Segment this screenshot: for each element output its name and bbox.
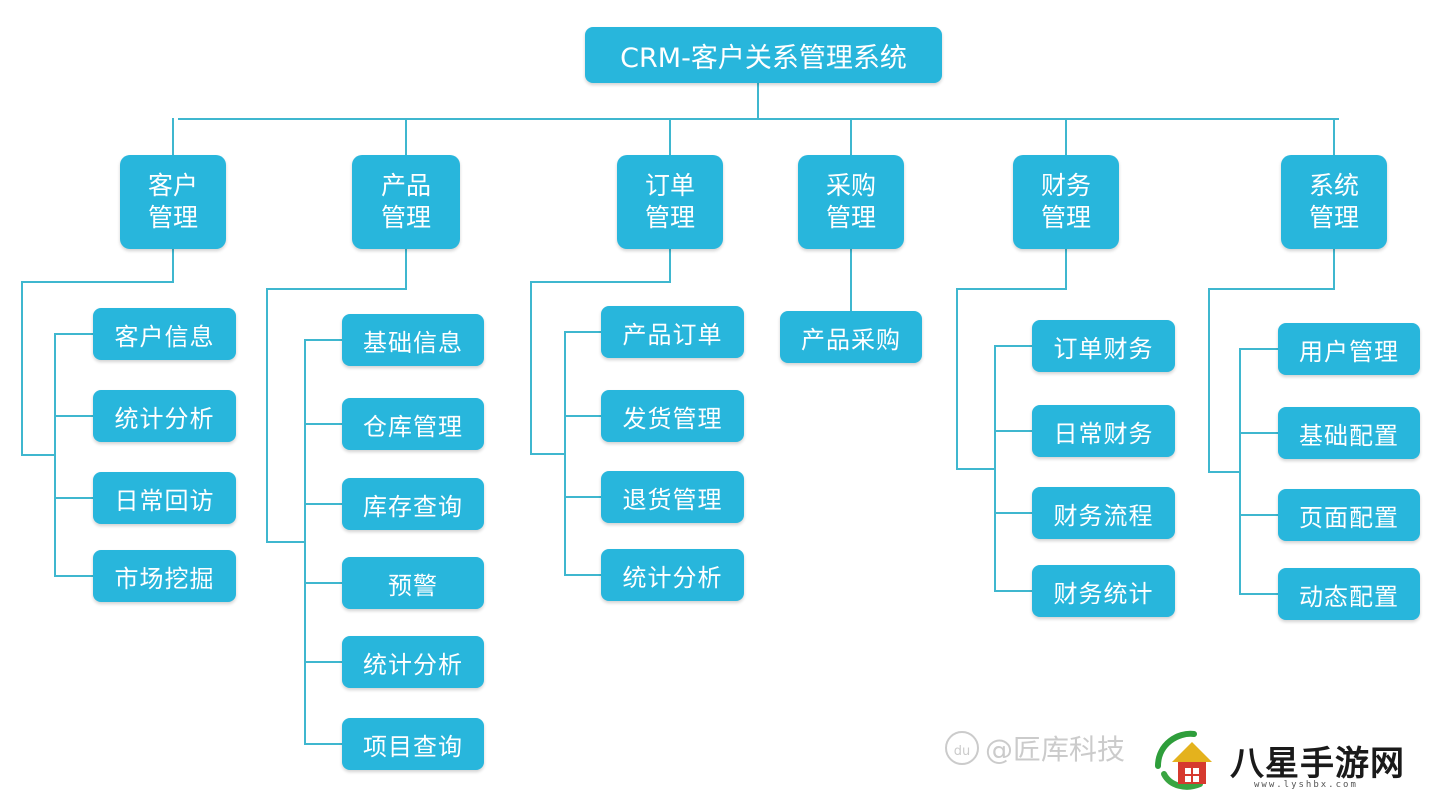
child-node: 统计分析 — [342, 636, 484, 688]
watermark-text: @匠库科技 — [985, 733, 1126, 766]
child-node: 订单财务 — [1032, 320, 1175, 372]
watermark-badge: du — [945, 731, 979, 765]
category-node: 产品 管理 — [352, 155, 460, 249]
category-node: 系统 管理 — [1281, 155, 1387, 249]
site-logo-domain: www.lyshbx.com — [1254, 780, 1358, 790]
child-node: 退货管理 — [601, 471, 744, 523]
site-logo-name: 八星手游网 — [1230, 743, 1405, 784]
child-node: 统计分析 — [93, 390, 236, 442]
child-node: 日常财务 — [1032, 405, 1175, 457]
child-node: 产品采购 — [780, 311, 922, 363]
child-node: 库存查询 — [342, 478, 484, 530]
child-node: 财务统计 — [1032, 565, 1175, 617]
child-node: 仓库管理 — [342, 398, 484, 450]
child-node: 发货管理 — [601, 390, 744, 442]
child-node: 财务流程 — [1032, 487, 1175, 539]
child-node: 日常回访 — [93, 472, 236, 524]
child-node: 基础信息 — [342, 314, 484, 366]
category-node: 客户 管理 — [120, 155, 226, 249]
child-node: 用户管理 — [1278, 323, 1420, 375]
child-node: 预警 — [342, 557, 484, 609]
category-node: 财务 管理 — [1013, 155, 1119, 249]
child-node: 产品订单 — [601, 306, 744, 358]
child-node: 项目查询 — [342, 718, 484, 770]
root-node: CRM-客户关系管理系统 — [585, 27, 942, 83]
site-logo: 八星手游网 www.lyshbx.com — [1150, 728, 1405, 792]
child-node: 基础配置 — [1278, 407, 1420, 459]
watermark: du @匠库科技 — [945, 728, 1125, 768]
child-node: 市场挖掘 — [93, 550, 236, 602]
category-node: 订单 管理 — [617, 155, 723, 249]
child-node: 页面配置 — [1278, 489, 1420, 541]
child-node: 客户信息 — [93, 308, 236, 360]
house-logo-icon — [1155, 730, 1212, 790]
child-node: 动态配置 — [1278, 568, 1420, 620]
category-node: 采购 管理 — [798, 155, 904, 249]
child-node: 统计分析 — [601, 549, 744, 601]
